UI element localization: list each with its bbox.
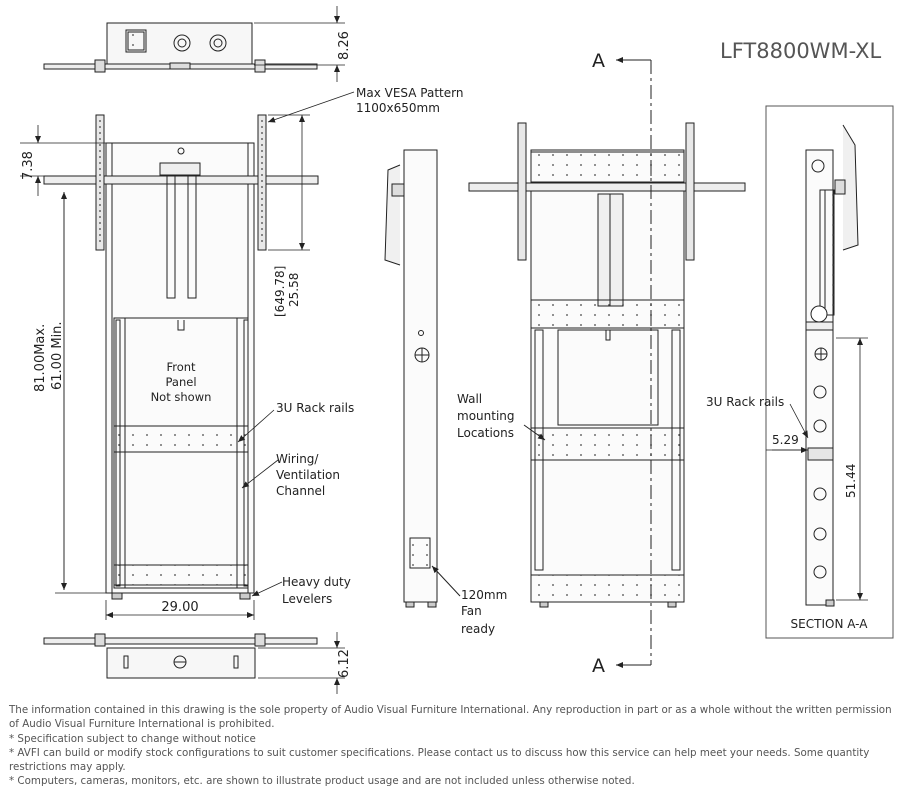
rack-rails-label: 3U Rack rails xyxy=(276,401,354,415)
wiring-label-line3: Channel xyxy=(276,484,325,498)
top-view xyxy=(43,22,318,73)
front-view xyxy=(43,114,319,600)
section-line xyxy=(616,57,652,668)
dim-rail-depth: 5.29 xyxy=(772,433,799,447)
dim-width: 29.00 xyxy=(161,600,198,615)
wiring-label-line1: Wiring/ xyxy=(276,452,319,466)
front-panel-line1: Front xyxy=(166,360,196,374)
fan-label-line2: Fan xyxy=(461,604,482,618)
section-marker-top: A xyxy=(592,50,605,72)
footer-note-spec: * Specification subject to change withou… xyxy=(9,732,256,745)
side-view xyxy=(384,149,461,608)
section-title: SECTION A-A xyxy=(791,617,869,631)
section-marker-bottom: A xyxy=(592,655,605,677)
dim-top-offset: 7.38 xyxy=(21,151,36,180)
dim-bottom-depth: 6.12 xyxy=(337,649,352,678)
wall-label-line3: Locations xyxy=(457,426,514,440)
technical-drawing: 8.26 Front Panel Not shown xyxy=(20,6,894,694)
dim-height-min: 61.00 Min. xyxy=(50,321,65,390)
levelers-label-line2: Levelers xyxy=(282,592,332,606)
front-panel-line2: Panel xyxy=(165,375,196,389)
vesa-label-line2: 1100x650mm xyxy=(356,101,440,115)
dim-rack-height: 51.44 xyxy=(844,464,858,498)
footer-notes: The information contained in this drawin… xyxy=(9,703,894,789)
footer-note-custom: * AVFI can build or modify stock configu… xyxy=(9,746,870,774)
bottom-view xyxy=(43,633,318,679)
footer-note-equipment: * Computers, cameras, monitors, etc. are… xyxy=(9,775,635,788)
front-panel-line3: Not shown xyxy=(151,390,212,404)
levelers-label-line1: Heavy duty xyxy=(282,575,351,589)
front-view-dimensions xyxy=(20,91,355,620)
bottom-depth-dimension xyxy=(258,632,345,694)
fan-label-line3: ready xyxy=(461,622,495,636)
fan-label-line1: 120mm xyxy=(461,588,507,602)
wall-label-line1: Wall xyxy=(457,392,482,406)
dim-travel-mm: [649.78] xyxy=(273,266,287,317)
dim-height-max: 81.00Max. xyxy=(33,324,48,392)
dim-travel-in: 25.58 xyxy=(287,273,301,307)
section-view xyxy=(765,105,894,639)
section-dimensions xyxy=(766,337,868,601)
footer-copyright: The information contained in this drawin… xyxy=(9,704,892,731)
dim-top-depth: 8.26 xyxy=(337,31,352,60)
vesa-label-line1: Max VESA Pattern xyxy=(356,86,463,100)
wall-label-line2: mounting xyxy=(457,409,515,423)
top-depth-dimension xyxy=(254,6,345,82)
rear-view xyxy=(468,122,746,608)
section-rack-rails-label: 3U Rack rails xyxy=(706,395,784,409)
model-title: LFT8800WM-XL xyxy=(720,39,881,63)
wiring-label-line2: Ventilation xyxy=(276,468,340,482)
